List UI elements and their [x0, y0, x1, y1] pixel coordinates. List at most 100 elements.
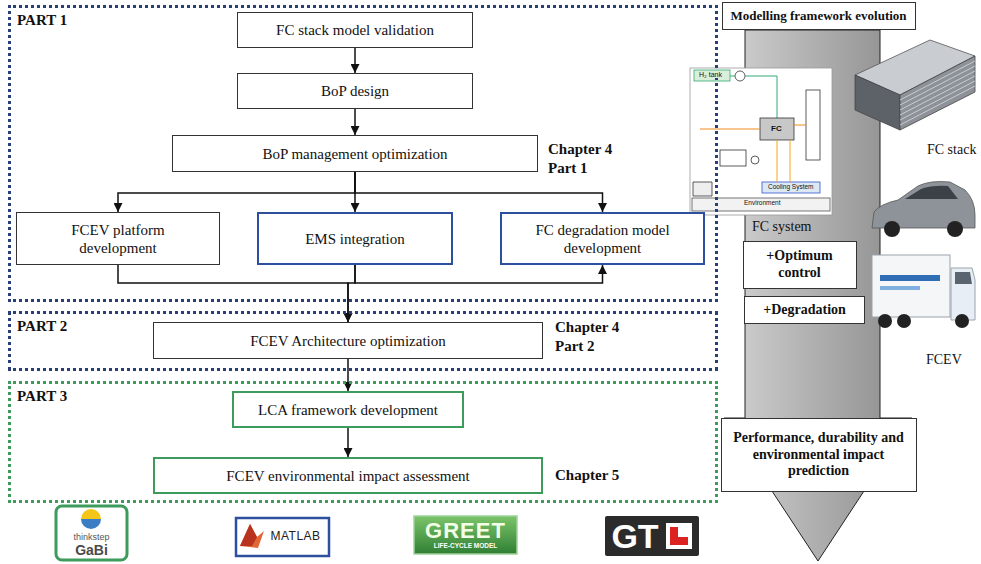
car-window — [905, 186, 958, 199]
info-box: +Optimum control — [743, 241, 857, 289]
node-text: FC stack model validation — [276, 21, 434, 39]
mini-label: Environment — [743, 199, 782, 206]
humidifier-block — [806, 90, 820, 160]
air-line — [700, 129, 760, 130]
tool-logo: GT — [604, 515, 700, 557]
matlab-icon — [240, 524, 264, 548]
info-box: Performance, durability and environmenta… — [721, 418, 917, 492]
part-heading: PART 2 — [17, 317, 67, 335]
logo-text: LIFE-CYCLE MODEL — [434, 542, 498, 549]
stack-plates — [900, 61, 975, 125]
cooling-block — [762, 182, 820, 193]
info-box: +Degradation — [744, 296, 865, 324]
chapter-label: Chapter 5 — [555, 466, 619, 485]
node-text: Modelling framework evolution — [730, 8, 906, 24]
node-text: Performance, durability and environmenta… — [729, 430, 909, 480]
process-box: EMS integration — [257, 212, 453, 265]
hydrogen-line — [745, 76, 777, 118]
logo-text: thinkstep — [73, 533, 109, 543]
air-line — [794, 125, 806, 126]
hydrogen-line — [730, 76, 735, 77]
part-heading: PART 3 — [17, 387, 67, 405]
node-text: BoP design — [321, 82, 389, 100]
car-picture — [872, 182, 975, 238]
gt-icon — [670, 527, 688, 545]
car-wheel — [884, 221, 900, 237]
process-box: FCEV Architecture optimization — [153, 322, 543, 359]
mini-label: H₂ tank — [698, 71, 723, 78]
truck-stripe — [880, 286, 920, 290]
node-text: FCEV Architecture optimization — [250, 332, 446, 350]
tool-logo: thinkstepGaBi — [55, 505, 128, 561]
truck-stripe — [880, 275, 940, 281]
truck-cab — [951, 268, 975, 320]
flow-arrow — [355, 172, 603, 212]
node-text: FCEV platform development — [53, 221, 183, 257]
chapter-label: Chapter 4 Part 2 — [555, 318, 639, 356]
node-text: EMS integration — [305, 230, 405, 248]
info-box: Modelling framework evolution — [722, 2, 916, 30]
process-box: FC degradation model development — [500, 212, 705, 265]
environment-block — [692, 198, 830, 211]
tool-logo: GREETLIFE-CYCLE MODEL — [413, 515, 518, 555]
part-panel: PART 3 LCA framework developmentFCEV envi… — [8, 381, 718, 503]
valve-symbol — [735, 71, 745, 81]
node-text: FCEV environmental impact assessment — [226, 467, 469, 485]
compressor-symbol — [751, 156, 759, 164]
matlab-icon — [240, 524, 257, 546]
logo-text: GaBi — [75, 543, 108, 558]
gt-icon — [666, 523, 692, 549]
truck-picture — [872, 255, 975, 328]
gabi-icon — [81, 519, 101, 529]
chapter-label: Chapter 4 Part 1 — [548, 140, 632, 178]
system-frame — [690, 68, 832, 215]
coolant-line — [777, 140, 790, 182]
process-box: LCA framework development — [232, 391, 464, 428]
tank-block — [694, 70, 730, 81]
flow-arrow — [347, 428, 349, 457]
process-box: FC stack model validation — [237, 12, 473, 48]
image-caption: FC stack — [927, 142, 976, 158]
flow-arrow — [354, 109, 356, 135]
truck-windshield — [955, 272, 972, 284]
flow-arrow — [355, 265, 603, 283]
mini-label: Cooling System — [767, 183, 815, 190]
node-text: +Optimum control — [750, 248, 850, 282]
flow-arrow — [347, 359, 349, 391]
greet-logo-ground — [414, 516, 517, 554]
mini-label: FC — [771, 124, 782, 133]
truck-wheel — [955, 314, 969, 328]
process-box: BoP design — [237, 73, 473, 109]
flow-arrow — [354, 48, 356, 73]
truck-trailer — [872, 255, 950, 317]
car-body — [872, 182, 975, 229]
truck-wheel — [878, 314, 892, 328]
stack-block — [760, 118, 794, 140]
node-text: LCA framework development — [258, 401, 438, 419]
fc-stack-picture — [855, 40, 975, 130]
gabi-icon — [81, 509, 101, 519]
stack-side — [900, 56, 975, 130]
process-box: FCEV platform development — [16, 212, 220, 265]
logo-text: GREET — [425, 520, 506, 542]
car-wheel — [947, 221, 963, 237]
gt-logo-ground — [605, 516, 699, 556]
part-heading: PART 1 — [17, 11, 67, 29]
matlab-logo-ground — [236, 518, 329, 556]
logo-text: MATLAB — [270, 530, 320, 543]
flow-arrow — [118, 172, 355, 212]
logo-text: GT — [611, 519, 658, 553]
pump-symbol — [693, 182, 712, 196]
truck-wheel — [897, 314, 911, 328]
tool-logo: MATLAB — [235, 517, 330, 557]
image-caption: FC system — [752, 219, 812, 235]
stack-front — [855, 75, 900, 130]
node-text: BoP management optimization — [262, 145, 447, 163]
gabi-logo-ground — [56, 506, 127, 560]
gt-icon — [678, 527, 688, 537]
image-caption: FCEV — [926, 352, 962, 368]
node-text: FC degradation model development — [528, 221, 678, 257]
process-box: FCEV environmental impact assessment — [153, 457, 543, 494]
node-text: +Degradation — [763, 302, 846, 319]
